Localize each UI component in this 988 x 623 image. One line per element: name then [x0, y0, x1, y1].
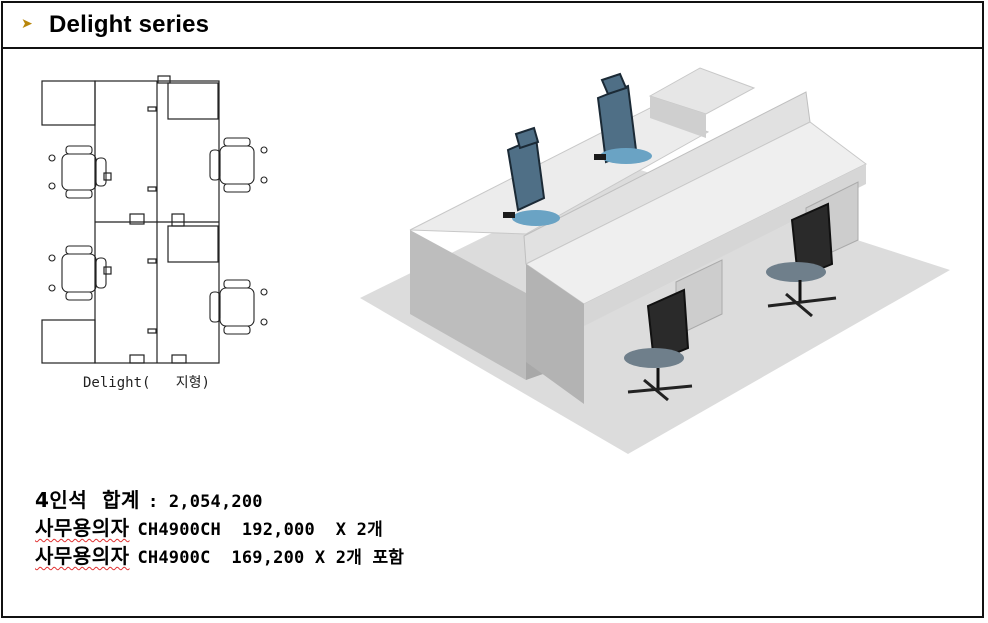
floor-plan-drawing: [41, 75, 268, 364]
chair-front-right: [766, 202, 837, 318]
summary-chair-c-line: 사무용의자 CH4900C 169,200 X 2개 포함: [35, 544, 405, 568]
slide-header: ➤ Delight series: [3, 3, 982, 49]
chair-right-top: [209, 137, 268, 193]
storage-mid-right: [167, 225, 219, 263]
chair-back-right: [594, 72, 652, 164]
price-summary: 4인석 합계 : 2,054,200 사무용의자 CH4900CH 192,00…: [35, 484, 404, 568]
chair-left-top: [48, 145, 107, 199]
page-title: Delight series: [49, 11, 210, 38]
chair-left-bottom: [48, 245, 107, 301]
storage-top-right: [167, 82, 219, 120]
summary-total-line: 4인석 합계 : 2,054,200: [35, 488, 263, 512]
storage-top-left: [41, 80, 96, 126]
chair-back-left: [503, 126, 560, 226]
storage-bottom-left: [41, 319, 96, 364]
desk-rendering: [360, 67, 950, 454]
triangle-bullet-icon: ➤: [21, 16, 33, 32]
summary-chair-ch-line: 사무용의자 CH4900CH 192,000 X 2개: [35, 516, 383, 540]
chair-right-bottom: [209, 279, 268, 335]
chair-front-left: [624, 288, 693, 402]
plan-caption: Delight( 지형): [83, 375, 210, 391]
